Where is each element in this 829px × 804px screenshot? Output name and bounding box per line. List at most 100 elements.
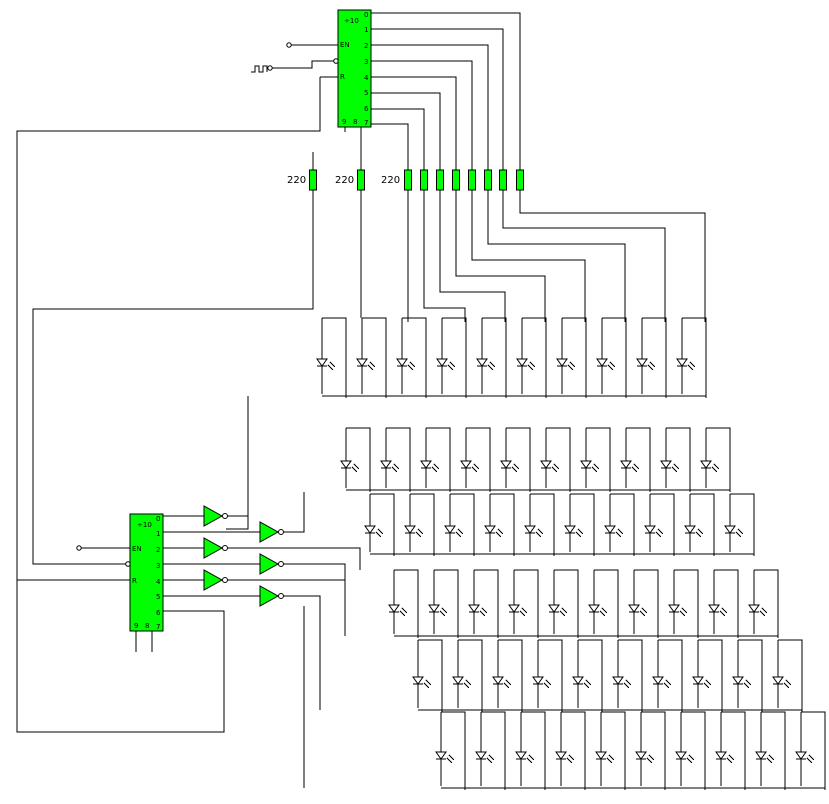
led-arrows	[679, 607, 688, 617]
led-body	[524, 525, 536, 534]
counter-bottom-pin-9: 9	[134, 622, 138, 630]
led-icon	[515, 726, 535, 786]
led-arrows	[783, 679, 792, 689]
resistor	[516, 169, 524, 191]
resistor	[484, 169, 492, 191]
buffer-bubble	[222, 513, 228, 519]
counter-chip-top[interactable]: ÷10 EN R 0 1 2 3 4 5 6 7 9 8	[337, 9, 372, 128]
led-icon	[524, 508, 544, 552]
wire	[721, 711, 746, 790]
square-wave-icon	[251, 65, 268, 73]
led-icon	[316, 332, 336, 394]
wire	[594, 569, 619, 638]
led-body	[644, 525, 656, 534]
wire	[730, 493, 755, 556]
wire	[681, 711, 706, 790]
led-body	[404, 525, 416, 534]
led-arrows	[415, 528, 424, 538]
led-icon	[772, 654, 792, 708]
led-icon	[444, 508, 464, 552]
counter-bottom-title: ÷10	[137, 521, 152, 529]
counter-chip-bottom[interactable]: ÷10 EN R 0 1 2 3 4 5 6 7 9 8	[129, 513, 164, 632]
led-body	[516, 358, 528, 367]
wire	[284, 595, 321, 710]
led-icon	[620, 442, 640, 488]
buffer-bubble	[222, 577, 228, 583]
led-arrows	[543, 679, 552, 689]
led-icon	[532, 654, 552, 708]
led-arrows	[399, 607, 408, 617]
buffer-body	[203, 537, 224, 559]
led-body	[668, 604, 680, 613]
led-arrows	[711, 463, 720, 473]
wire	[386, 427, 411, 492]
led-icon	[564, 508, 584, 552]
counter-bottom-pin-5: 5	[156, 593, 160, 601]
buffer-body	[259, 553, 280, 575]
led-arrows	[639, 607, 648, 617]
led-icon	[412, 654, 432, 708]
led-body	[755, 751, 767, 760]
led-body	[732, 676, 744, 685]
counter-top-pin-9: 9	[342, 118, 346, 126]
led-icon	[652, 654, 672, 708]
led-arrows	[631, 463, 640, 473]
led-body	[652, 676, 664, 685]
led-arrows	[463, 679, 472, 689]
wire	[554, 569, 579, 638]
led-arrows	[327, 361, 336, 371]
wire	[487, 190, 626, 322]
led-body	[444, 525, 456, 534]
led-body	[468, 604, 480, 613]
led-arrows	[599, 607, 608, 617]
led-arrows	[511, 463, 520, 473]
led-icon	[548, 584, 568, 634]
counter-top-pin-5: 5	[364, 89, 368, 97]
wire	[371, 108, 425, 172]
led-body	[795, 751, 807, 760]
led-icon	[428, 584, 448, 634]
led-arrows	[551, 463, 560, 473]
led-icon	[684, 508, 704, 552]
wire	[271, 60, 334, 69]
wire	[698, 639, 723, 712]
counter-top-title: ÷10	[344, 17, 359, 25]
wire	[562, 317, 587, 398]
led-body	[388, 604, 400, 613]
led-arrows	[743, 679, 752, 689]
wire	[284, 492, 305, 533]
led-arrows	[583, 679, 592, 689]
led-icon	[364, 508, 384, 552]
led-icon	[396, 332, 416, 394]
wire	[371, 123, 409, 172]
wire	[538, 639, 563, 712]
wire	[450, 493, 475, 556]
wire	[434, 569, 459, 638]
wire	[738, 639, 763, 712]
wire	[642, 317, 667, 398]
led-arrows	[423, 679, 432, 689]
led-icon	[340, 442, 360, 488]
counter-bottom-pin-6: 6	[156, 609, 161, 617]
led-arrows	[655, 528, 664, 538]
inverter-buffer-icon	[259, 521, 284, 543]
wire	[561, 711, 586, 790]
led-arrows	[719, 607, 728, 617]
led-matrix	[316, 332, 815, 786]
led-icon	[692, 654, 712, 708]
resistor	[468, 169, 476, 191]
wire	[714, 569, 739, 638]
led-arrows	[606, 754, 615, 764]
wire	[634, 569, 659, 638]
wire	[466, 427, 491, 492]
led-body	[515, 751, 527, 760]
led-arrows	[567, 361, 576, 371]
buffer-bubble	[278, 561, 284, 567]
led-body	[356, 358, 368, 367]
wire	[482, 317, 507, 398]
counter-top-pin-7: 7	[364, 119, 368, 127]
buffer-bubble	[278, 593, 284, 599]
counter-top-en-label: EN	[340, 41, 350, 49]
inverter-buffer-icon	[259, 553, 284, 575]
counter-top-pin-3: 3	[364, 58, 368, 66]
